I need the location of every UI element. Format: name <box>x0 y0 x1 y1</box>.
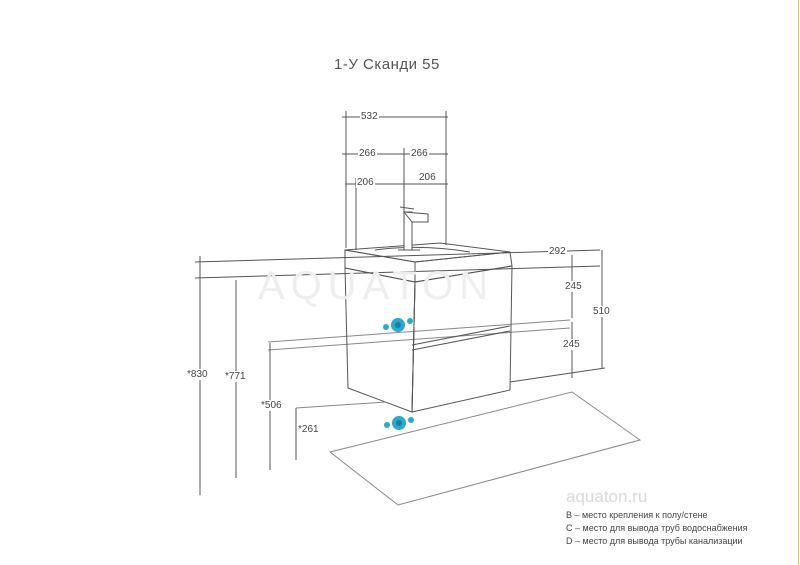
watermark-text: AQUATON <box>258 264 495 308</box>
legend-b: В – место крепления к полу/стене <box>566 510 708 520</box>
dim-label-266-right: 266 <box>410 148 429 159</box>
legend-c: С – место для вывода труб водоснабжения <box>566 523 748 533</box>
basin-bowl <box>375 247 470 252</box>
dim-label-292: 292 <box>548 246 567 257</box>
dim-label-206-left: 206 <box>356 177 375 188</box>
drawer-top-handle <box>412 282 415 412</box>
site-url: aquaton.ru <box>566 487 648 506</box>
wall-line-water-2 <box>268 328 570 350</box>
dim-label-261: *261 <box>297 424 320 435</box>
wall-line-top <box>195 250 600 262</box>
dim-label-245-upper: 245 <box>564 281 583 292</box>
dim-ext-drain <box>296 402 385 408</box>
water-marker-left <box>383 324 389 330</box>
drawing-title: 1-У Сканди 55 <box>334 56 440 73</box>
faucet-spout <box>404 212 428 222</box>
dim-label-830: *830 <box>186 369 209 380</box>
faucet-handle <box>400 207 414 209</box>
water-marker-inner <box>395 322 401 328</box>
frame-border <box>798 0 799 565</box>
dim-ext-bottom-r <box>510 368 605 382</box>
dim-label-206-right: 206 <box>418 172 437 183</box>
wall-line-second <box>195 266 600 278</box>
drain-marker-right <box>408 417 414 423</box>
drawer-split-2 <box>412 331 510 350</box>
dim-label-266-left: 266 <box>358 148 377 159</box>
connection-markers <box>383 318 414 430</box>
drawer-split <box>412 326 510 345</box>
dim-label-510: 510 <box>592 306 611 317</box>
drain-marker-inner <box>396 420 402 426</box>
drain-marker-left <box>384 422 390 428</box>
dim-label-506: *506 <box>260 400 283 411</box>
wall-line-water <box>268 320 570 342</box>
dim-label-532: 532 <box>360 111 379 122</box>
dim-label-771: *771 <box>224 371 247 382</box>
floor-outline <box>330 392 640 505</box>
legend-d: D – место для вывода трубы канализации <box>566 536 743 546</box>
water-marker-right <box>407 318 413 324</box>
dim-label-245-lower: 245 <box>562 339 581 350</box>
basin-top <box>345 243 510 262</box>
